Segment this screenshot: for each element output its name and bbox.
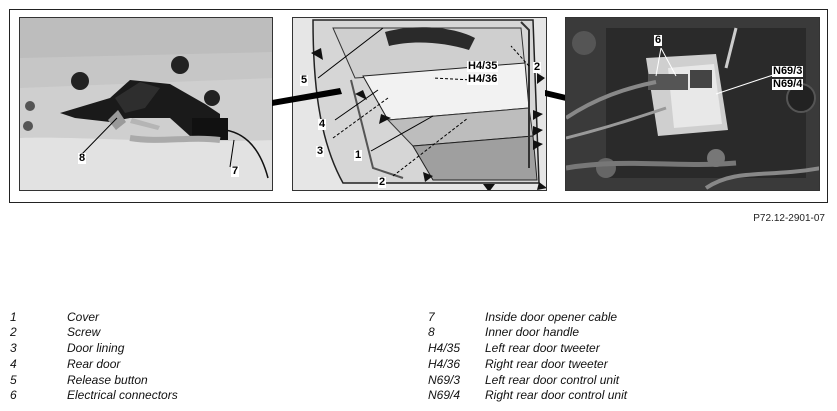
legend: 1 Cover 2 Screw 3 Door lining 4 Rear doo… (0, 308, 837, 408)
legend-item-label: Right rear door control unit (485, 388, 628, 402)
legend-item-number: H4/36 (428, 357, 461, 371)
control-unit-illustration (566, 18, 819, 190)
legend-item-number: 1 (10, 310, 17, 324)
legend-item-label: Door lining (67, 341, 125, 355)
legend-item-number: N69/4 (428, 388, 461, 402)
callout-7: 7 (231, 165, 240, 177)
callout-3: 3 (316, 145, 325, 157)
panel-door-handle-photo: 8 7 (19, 17, 273, 191)
callout-n69-4: N69/4 (772, 78, 804, 90)
legend-item-label: Inside door opener cable (485, 310, 618, 324)
callout-1: 1 (354, 149, 363, 161)
callout-n69-3: N69/3 (772, 65, 804, 77)
legend-item-number: N69/3 (428, 373, 461, 387)
legend-item-label: Left rear door tweeter (485, 341, 600, 355)
panel-control-unit-photo: 6 N69/3 N69/4 (565, 17, 820, 191)
legend-item-label: Left rear door control unit (485, 373, 620, 387)
legend-item-number: 7 (428, 310, 435, 324)
callout-5: 5 (300, 74, 309, 86)
legend-item-number: 4 (10, 357, 17, 371)
callout-8: 8 (78, 152, 87, 164)
legend-item-label: Release button (67, 373, 148, 387)
callout-h4-35: H4/35 (467, 60, 499, 72)
legend-item-number: 6 (10, 388, 17, 402)
legend-item-label: Electrical connectors (67, 388, 178, 402)
legend-item-number: H4/35 (428, 341, 461, 355)
legend-item-label: Rear door (67, 357, 121, 371)
legend-item-number: 3 (10, 341, 17, 355)
legend-item-label: Right rear door tweeter (485, 357, 608, 371)
door-handle-illustration (20, 18, 272, 190)
figure-frame: 8 7 (9, 9, 828, 203)
callout-2-upper: 2 (533, 61, 542, 73)
legend-item-label: Cover (67, 310, 100, 324)
panel-rear-door-diagram: 5 4 3 1 2 2 H4/35 H4/36 (292, 17, 547, 191)
callout-2-lower: 2 (378, 176, 387, 188)
callout-h4-36: H4/36 (467, 73, 499, 85)
callout-6: 6 (654, 34, 663, 46)
rear-door-illustration (293, 18, 546, 190)
legend-item-label: Inner door handle (485, 325, 580, 339)
legend-item-label: Screw (67, 325, 101, 339)
legend-item-number: 2 (10, 325, 17, 339)
callout-4: 4 (318, 118, 327, 130)
figure-code: P72.12-2901-07 (753, 213, 825, 224)
legend-item-number: 5 (10, 373, 17, 387)
legend-item-number: 8 (428, 325, 435, 339)
